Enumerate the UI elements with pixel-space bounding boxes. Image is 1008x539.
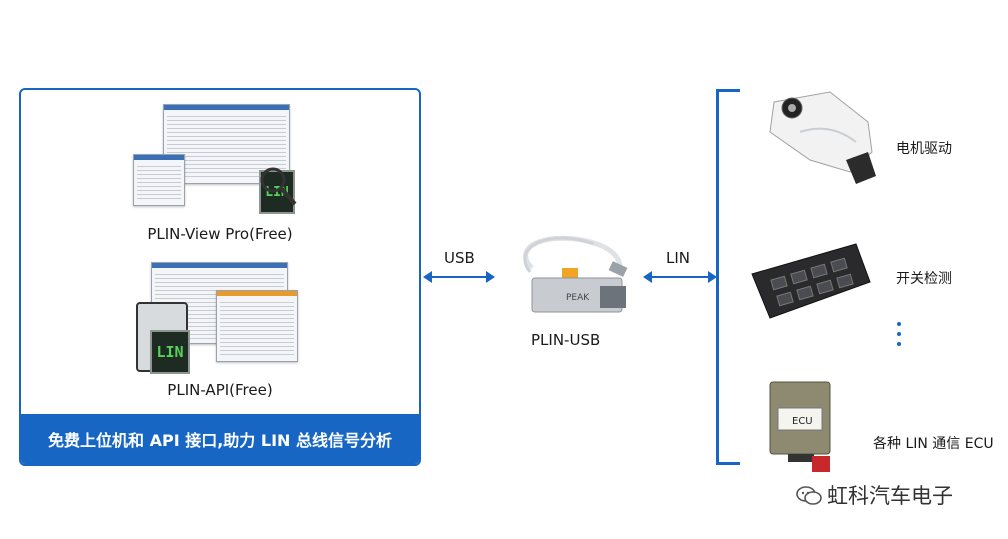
lin-arrow	[643, 271, 717, 283]
plin-api-screenshot: LIN	[136, 262, 306, 374]
lin-link-label: LIN	[666, 249, 691, 267]
magnifier-icon	[260, 167, 297, 206]
watermark: 虹科汽车电子	[795, 480, 953, 510]
plin-usb-adapter-image: PEAK	[523, 235, 628, 313]
wechat-icon	[796, 486, 822, 505]
device-label-motor: 电机驱动	[896, 141, 952, 157]
lin-logo-large: LIN	[150, 330, 190, 374]
device-bracket	[716, 89, 740, 465]
more-devices-ellipsis	[897, 322, 901, 346]
ecu-image: ECU	[769, 381, 831, 472]
software-item-label-api: PLIN-API(Free)	[167, 381, 273, 399]
ecu-tag: ECU	[792, 416, 813, 427]
plin-view-pro-screenshot: LIN	[133, 104, 303, 214]
software-panel: LIN PLIN-View Pro(Free) LIN PLIN-API(Fre…	[19, 88, 421, 466]
switch-panel-image	[751, 243, 871, 319]
motor-drive-image	[769, 91, 876, 184]
usb-arrow	[423, 271, 495, 283]
adapter-label: PLIN-USB	[531, 331, 601, 349]
device-label-ecu: 各种 LIN 通信 ECU	[873, 436, 994, 452]
usb-link-label: USB	[444, 249, 475, 267]
software-item-label-view-pro: PLIN-View Pro(Free)	[147, 225, 293, 243]
software-banner: 免费上位机和 API 接口,助力 LIN 总线信号分析	[21, 414, 419, 464]
adapter-brand: PEAK	[566, 293, 590, 303]
device-label-switch: 开关检测	[896, 271, 952, 287]
watermark-text: 虹科汽车电子	[827, 484, 953, 508]
